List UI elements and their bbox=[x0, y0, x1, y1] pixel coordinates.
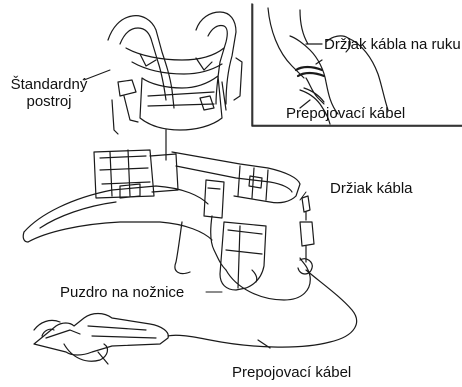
label-scissors-holster: Puzdro na nožnice bbox=[60, 284, 184, 301]
label-standard-harness-line2: postroj bbox=[2, 93, 96, 110]
label-connecting-cable-inset: Prepojovací kábel bbox=[286, 105, 405, 122]
cable-holder-part bbox=[298, 196, 314, 274]
pruning-shears bbox=[34, 314, 168, 365]
standard-harness bbox=[108, 12, 242, 160]
label-arm-cable-holder: Držiak kábla na ruku bbox=[324, 36, 461, 53]
label-standard-harness: Štandardný postroj bbox=[2, 76, 96, 110]
label-connecting-cable-bottom: Prepojovací kábel bbox=[232, 364, 351, 381]
label-standard-harness-line1: Štandardný bbox=[2, 76, 96, 93]
scissors-holster bbox=[220, 222, 266, 290]
label-cable-holder: Držiak kábla bbox=[330, 180, 413, 197]
waist-belt bbox=[23, 150, 300, 274]
leader-lines bbox=[84, 70, 306, 292]
